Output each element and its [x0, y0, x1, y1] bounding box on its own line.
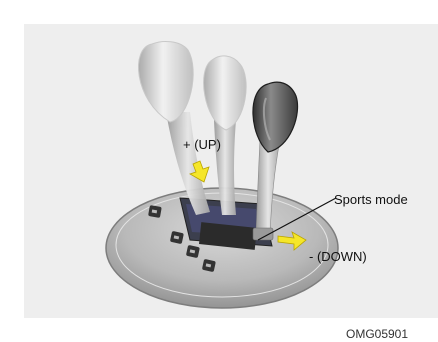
down-label: - (DOWN): [309, 250, 367, 263]
shift-lever-ghost-forward: [138, 42, 210, 215]
sports-mode-label: Sports mode: [334, 193, 408, 206]
up-label: + (UP): [183, 138, 221, 151]
figure-code: OMG05901: [346, 328, 408, 340]
